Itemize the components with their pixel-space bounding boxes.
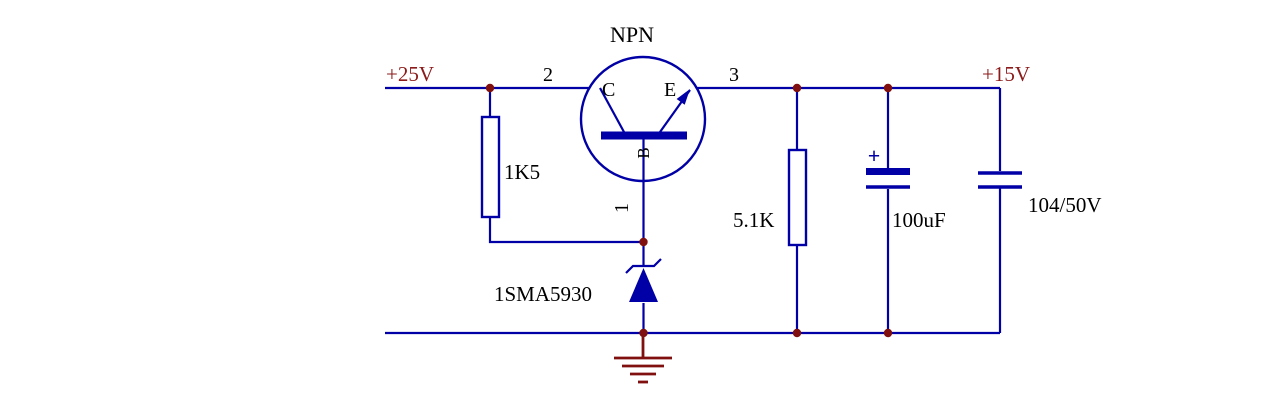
resistor-r2-body [787,148,808,247]
pin-label-collector: C [602,79,615,101]
resistor-r1-value-label: 1K5 [504,160,540,184]
capacitor-c1-value-label: 100uF [892,208,946,232]
pin-number-base: 1 [611,203,633,213]
junction-dot [639,328,648,338]
resistor-r1-body [480,115,501,219]
capacitor-c1-polarity-mark: + [868,143,881,168]
pin-number-emitter: 3 [729,64,739,86]
transistor-type-label: NPN [610,22,654,47]
junction-dot [792,83,802,93]
junction-dot [883,328,893,338]
pin-number-collector: 2 [543,64,553,86]
junction-dot [883,83,893,93]
pin-label-base: B [634,147,653,158]
zener-part-label: 1SMA5930 [494,282,592,306]
wire-r1-to-base [488,217,644,244]
junction-dot [485,83,495,93]
pin-label-emitter: E [664,79,676,101]
zener-cathode-bar [625,258,662,274]
net-label-output: +15V [982,62,1030,86]
transistor-emitter-arrow [676,89,690,105]
net-label-input: +25V [386,62,434,86]
junction-dot [792,328,802,338]
zener-anode-triangle [629,268,658,302]
capacitor-c2-value-label: 104/50V [1028,193,1102,217]
ground-symbol [614,333,672,384]
junction-dot [639,237,648,247]
resistor-r2-value-label: 5.1K [733,208,774,232]
transistor-collector-lead [599,87,625,133]
